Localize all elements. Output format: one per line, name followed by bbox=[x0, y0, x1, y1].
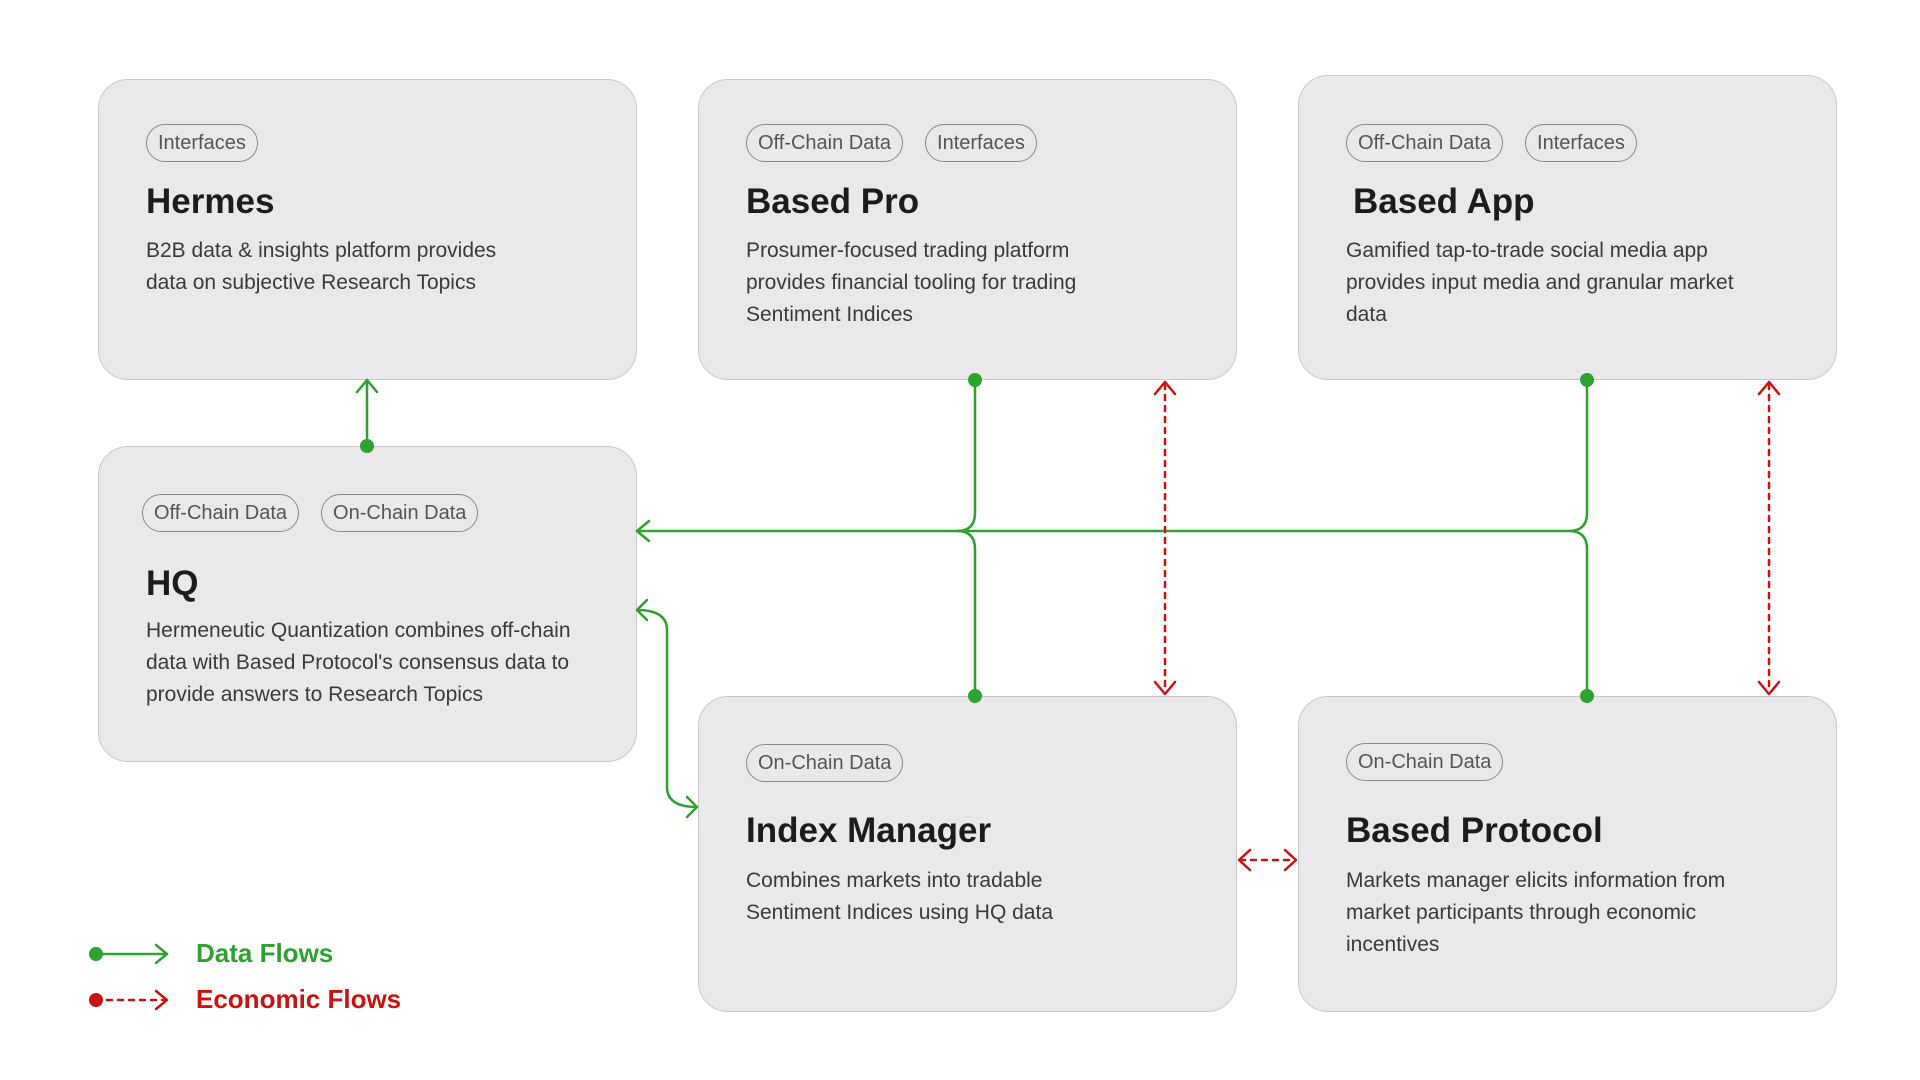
desc-line: incentives bbox=[1346, 933, 1440, 956]
based-app-tags: Off-Chain Data Interfaces bbox=[1346, 124, 1637, 162]
tag-off-chain-data: Off-Chain Data bbox=[1346, 124, 1504, 162]
legend-economic-flows-label: Economic Flows bbox=[196, 984, 402, 1014]
desc-line: B2B data & insights platform provides bbox=[146, 239, 497, 262]
tag-on-chain-data: On-Chain Data bbox=[321, 494, 479, 532]
based-protocol-title: Based Protocol bbox=[1346, 811, 1603, 850]
tag-interfaces: Interfaces bbox=[1525, 124, 1637, 162]
based-protocol-description: Markets manager elicits information from… bbox=[1346, 865, 1725, 961]
desc-line: Sentiment Indices using HQ data bbox=[746, 901, 1054, 924]
desc-line: Combines markets into tradable bbox=[746, 869, 1043, 892]
desc-line: Gamified tap-to-trade social media app bbox=[1346, 239, 1708, 262]
tag-interfaces: Interfaces bbox=[146, 124, 258, 162]
arrowhead-economic bbox=[1757, 680, 1781, 696]
arrowhead-index-manager bbox=[685, 795, 699, 819]
based-pro-description: Prosumer-focused trading platform provid… bbox=[746, 235, 1076, 331]
flow-hq-index-manager bbox=[635, 608, 699, 809]
flow-node bbox=[360, 439, 374, 453]
index-manager-title: Index Manager bbox=[746, 811, 992, 850]
desc-line: Markets manager elicits information from bbox=[1346, 869, 1726, 892]
flow-node bbox=[968, 373, 982, 387]
hq-title: HQ bbox=[146, 564, 199, 603]
based-app-title: Based App bbox=[1353, 182, 1535, 221]
arrowhead-hq-side bbox=[635, 598, 649, 622]
flow-node bbox=[1580, 373, 1594, 387]
flow-based-app-based-protocol bbox=[1567, 378, 1589, 698]
based-app-description: Gamified tap-to-trade social media app p… bbox=[1346, 235, 1734, 331]
card-based-pro: Off-Chain Data Interfaces Based Pro Pros… bbox=[698, 79, 1237, 380]
flow-node bbox=[968, 689, 982, 703]
desc-line: data with Based Protocol's consensus dat… bbox=[146, 651, 570, 674]
based-protocol-tags: On-Chain Data bbox=[1346, 743, 1504, 781]
arrowhead-economic bbox=[1283, 848, 1298, 872]
arrowhead-hq bbox=[635, 519, 651, 543]
desc-line: data bbox=[1346, 303, 1387, 326]
data-flow-line-icon bbox=[88, 941, 172, 967]
tag-on-chain-data: On-Chain Data bbox=[1346, 743, 1504, 781]
card-hermes: Interfaces Hermes B2B data & insights pl… bbox=[98, 79, 637, 380]
tag-off-chain-data: Off-Chain Data bbox=[746, 124, 904, 162]
index-manager-tags: On-Chain Data bbox=[746, 744, 904, 782]
hq-tags: Off-Chain Data On-Chain Data bbox=[142, 494, 479, 532]
based-pro-tags: Off-Chain Data Interfaces bbox=[746, 124, 1037, 162]
tag-on-chain-data: On-Chain Data bbox=[746, 744, 904, 782]
hermes-description: B2B data & insights platform provides da… bbox=[146, 235, 496, 299]
card-based-protocol: On-Chain Data Based Protocol Markets man… bbox=[1298, 696, 1837, 1012]
arrowhead-economic bbox=[1237, 848, 1252, 872]
desc-line: provides financial tooling for trading bbox=[746, 271, 1077, 294]
card-index-manager: On-Chain Data Index Manager Combines mar… bbox=[698, 696, 1237, 1012]
hermes-tags: Interfaces bbox=[146, 124, 258, 162]
hq-description: Hermeneutic Quantization combines off-ch… bbox=[146, 615, 571, 711]
legend-data-flows: Data Flows bbox=[88, 938, 333, 969]
arrowhead-economic bbox=[1153, 680, 1177, 696]
flow-based-pro-index-manager bbox=[955, 378, 977, 698]
desc-line: provides input media and granular market bbox=[1346, 271, 1734, 294]
desc-line: Sentiment Indices bbox=[746, 303, 913, 326]
desc-line: Hermeneutic Quantization combines off-ch… bbox=[146, 619, 571, 642]
arrowhead-hermes bbox=[355, 378, 379, 394]
index-manager-description: Combines markets into tradable Sentiment… bbox=[746, 865, 1053, 929]
hermes-title: Hermes bbox=[146, 182, 275, 221]
economic-flow-line-icon bbox=[88, 987, 172, 1013]
desc-line: Prosumer-focused trading platform bbox=[746, 239, 1070, 262]
desc-line: data on subjective Research Topics bbox=[146, 271, 476, 294]
arrowhead-economic bbox=[1153, 380, 1177, 396]
card-based-app: Off-Chain Data Interfaces Based App Gami… bbox=[1298, 75, 1837, 380]
flow-node bbox=[1580, 689, 1594, 703]
based-pro-title: Based Pro bbox=[746, 182, 920, 221]
desc-line: market participants through economic bbox=[1346, 901, 1697, 924]
legend-data-flows-label: Data Flows bbox=[196, 938, 334, 968]
card-hq: Off-Chain Data On-Chain Data HQ Hermeneu… bbox=[98, 446, 637, 762]
desc-line: provide answers to Research Topics bbox=[146, 683, 483, 706]
tag-interfaces: Interfaces bbox=[925, 124, 1037, 162]
tag-off-chain-data: Off-Chain Data bbox=[142, 494, 300, 532]
arrowhead-economic bbox=[1757, 380, 1781, 396]
legend-economic-flows: Economic Flows bbox=[88, 984, 401, 1015]
